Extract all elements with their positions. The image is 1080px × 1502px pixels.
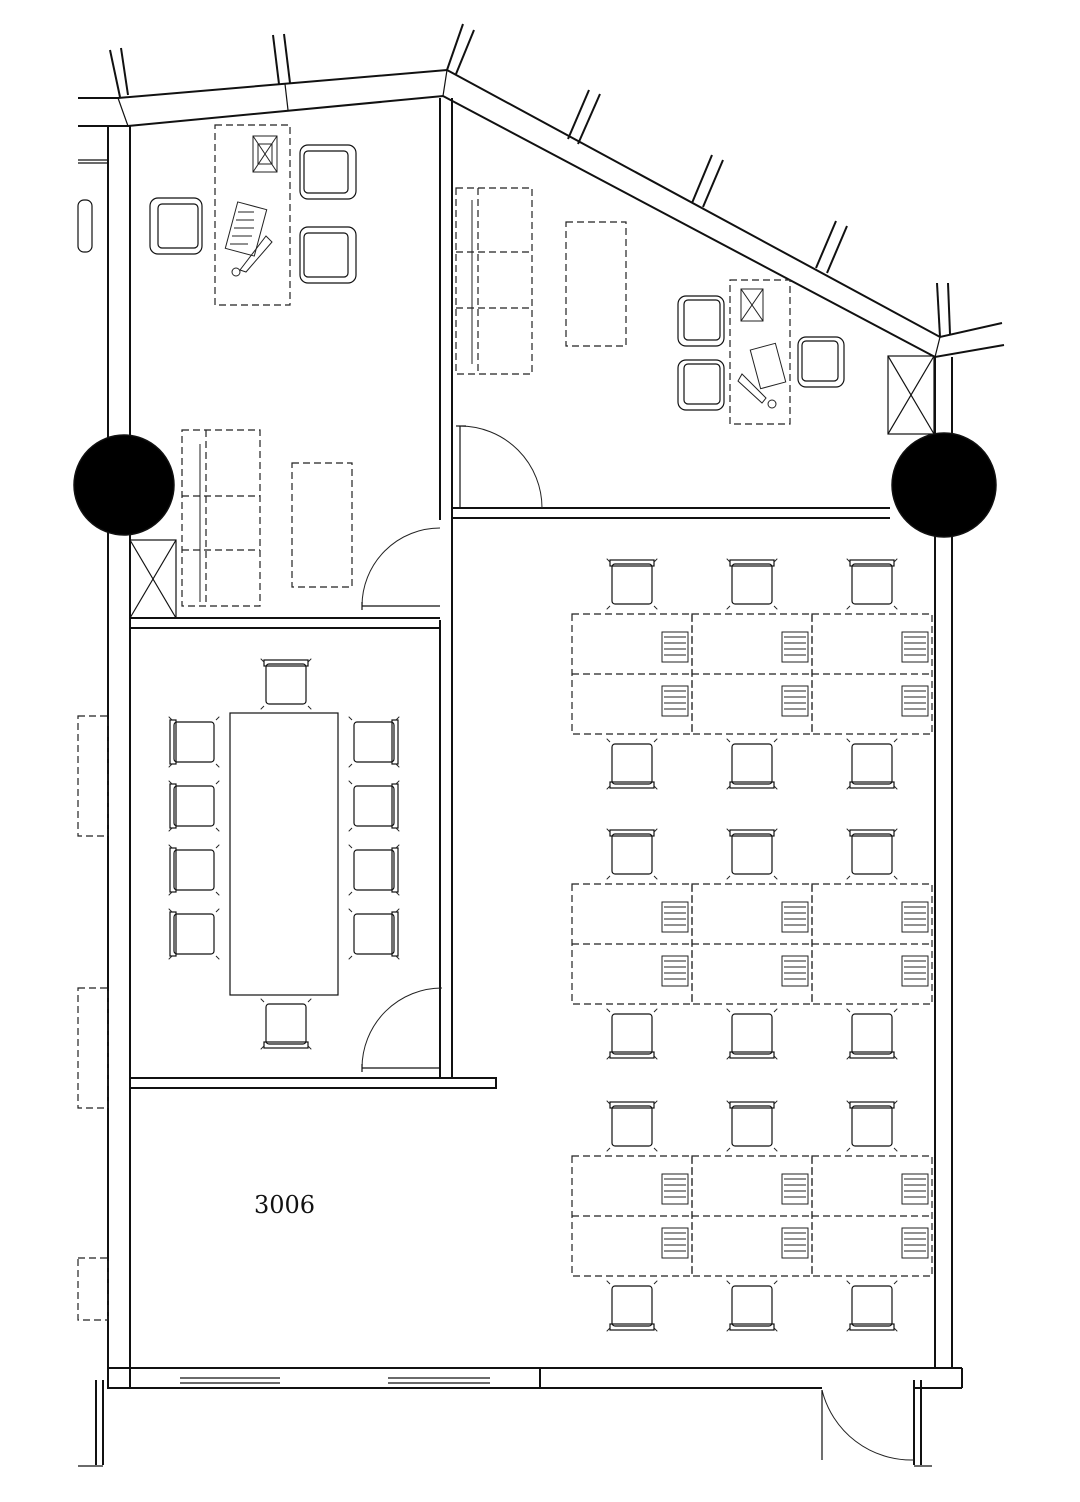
- doors: [361, 425, 915, 1461]
- desk-chair-icon: [606, 1100, 658, 1152]
- desk-chair-icon: [846, 1100, 898, 1152]
- desk-chair-icon: [606, 558, 658, 610]
- armchair-icon: [299, 226, 357, 284]
- interior-walls: [78, 98, 963, 1467]
- room-number-label: 3006: [254, 1191, 315, 1219]
- desk-chair-icon: [606, 1008, 658, 1060]
- desk-chair-icon: [726, 1280, 778, 1332]
- armchair-icon: [677, 295, 725, 347]
- desk-chair-icon: [606, 828, 658, 880]
- desk-chair-icon: [168, 908, 220, 960]
- door-swing-icon: [361, 987, 443, 1072]
- door-swing-icon: [821, 1389, 915, 1461]
- desk-chair-icon: [846, 558, 898, 610]
- shaft-x-icon: [129, 539, 177, 619]
- workstation-desk-icon: [571, 613, 933, 735]
- desk-chair-icon: [348, 716, 400, 768]
- desk-chair-icon: [726, 1100, 778, 1152]
- door-swing-icon: [361, 527, 441, 610]
- shaft-x-icon: [887, 355, 935, 435]
- desk-chair-icon: [168, 780, 220, 832]
- office-upper-right: [455, 187, 845, 425]
- desk-chair-icon: [726, 1008, 778, 1060]
- structural-column-icon: [891, 432, 997, 538]
- desk-chair-icon: [726, 828, 778, 880]
- table-icon: [729, 279, 791, 425]
- door-swing-icon: [456, 425, 543, 509]
- workstation-desk-icon: [571, 1155, 933, 1277]
- desk-chair-icon: [726, 558, 778, 610]
- desk-chair-icon: [348, 908, 400, 960]
- table-icon: [291, 462, 353, 588]
- desk-chair-icon: [846, 1008, 898, 1060]
- table-icon: [214, 124, 291, 306]
- desk-chair-icon: [348, 780, 400, 832]
- shafts: [129, 355, 935, 619]
- structural-columns: [73, 432, 997, 538]
- desk-chair-icon: [168, 716, 220, 768]
- desk-chair-icon: [168, 844, 220, 896]
- desk-chair-icon: [846, 828, 898, 880]
- curtain-wall-top: [78, 23, 1005, 359]
- desk-chair-icon: [606, 1280, 658, 1332]
- office-upper-left: [77, 124, 357, 607]
- table-icon: [565, 221, 627, 347]
- armchair-icon: [677, 359, 725, 411]
- desk-chair-icon: [606, 738, 658, 790]
- structural-column-icon: [73, 434, 175, 536]
- desk-chair-icon: [260, 998, 312, 1050]
- table-icon: [229, 712, 339, 996]
- desk-chair-icon: [846, 1280, 898, 1332]
- armchair-icon: [299, 144, 357, 200]
- computer-icon: [224, 201, 273, 277]
- desk-chair-icon: [846, 738, 898, 790]
- computer-icon: [737, 342, 787, 409]
- workstation-desk-icon: [571, 883, 933, 1005]
- lamp-icon: [740, 288, 764, 322]
- desk-chair-icon: [348, 844, 400, 896]
- armchair-icon: [797, 336, 845, 388]
- sofa-icon: [181, 429, 261, 607]
- lamp-icon: [252, 135, 278, 173]
- meeting-chairs: [168, 658, 400, 1050]
- open-office-workstations: [571, 558, 933, 1332]
- meeting-room: [77, 658, 400, 1321]
- armchair-icon: [149, 197, 203, 255]
- desk-chair-icon: [726, 738, 778, 790]
- desk-chair-icon: [260, 658, 312, 710]
- sofa-icon: [455, 187, 533, 375]
